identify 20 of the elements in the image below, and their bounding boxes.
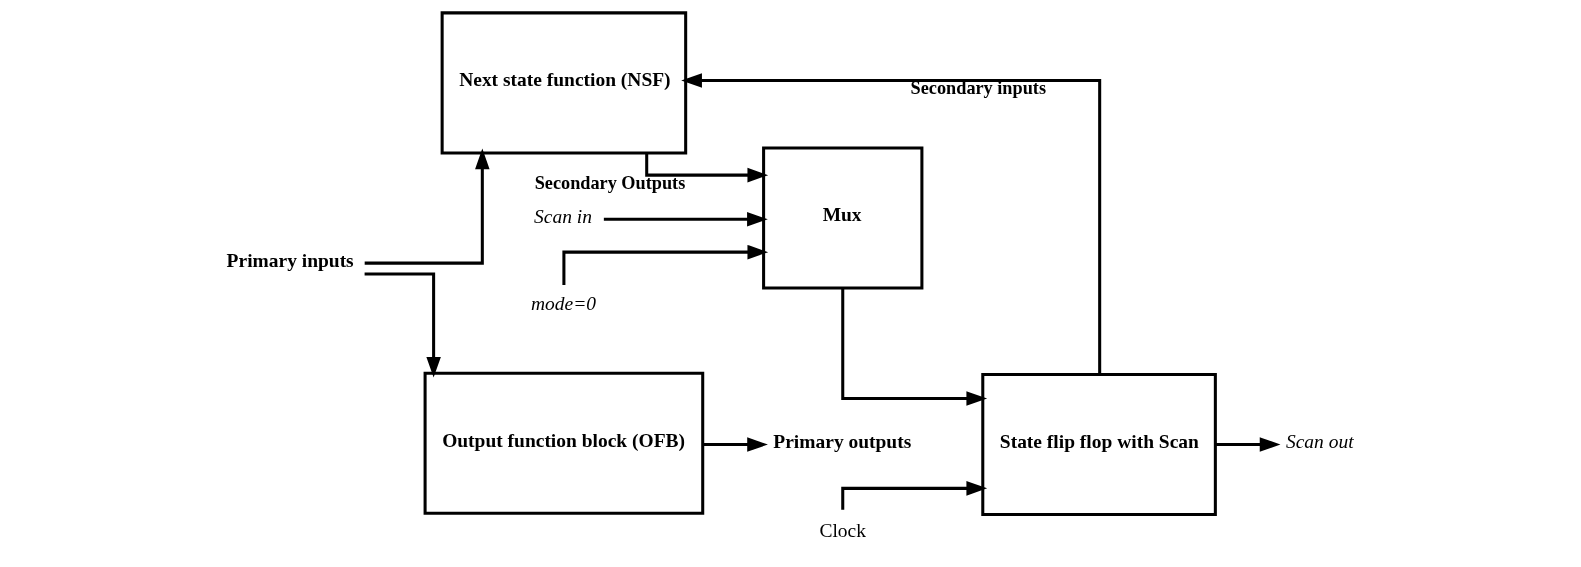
node-box: State flip flop with Scan bbox=[980, 373, 1217, 517]
node-box: Mux bbox=[761, 146, 923, 290]
node-text: Primary inputs bbox=[226, 249, 354, 271]
node-text: Primary outputs bbox=[772, 430, 911, 452]
arrow bbox=[364, 148, 490, 265]
node-box: Next state function (NSF) bbox=[440, 11, 687, 155]
node-box: Output function block (OFB) bbox=[423, 371, 704, 515]
edge-label: Secondary inputs bbox=[910, 77, 1046, 98]
arrow bbox=[702, 437, 768, 452]
arrow bbox=[364, 272, 441, 378]
arrow bbox=[680, 73, 1101, 375]
node-text: mode=0 bbox=[530, 293, 596, 315]
arrow bbox=[840, 288, 987, 406]
node-text: Scan in bbox=[533, 205, 592, 227]
arrow bbox=[1214, 437, 1280, 452]
node-text: Scan out bbox=[1285, 430, 1354, 452]
arrow bbox=[603, 212, 768, 227]
edge-label: Secondary Outputs bbox=[534, 172, 685, 193]
arrow bbox=[561, 244, 768, 285]
node-text: Clock bbox=[818, 519, 866, 541]
